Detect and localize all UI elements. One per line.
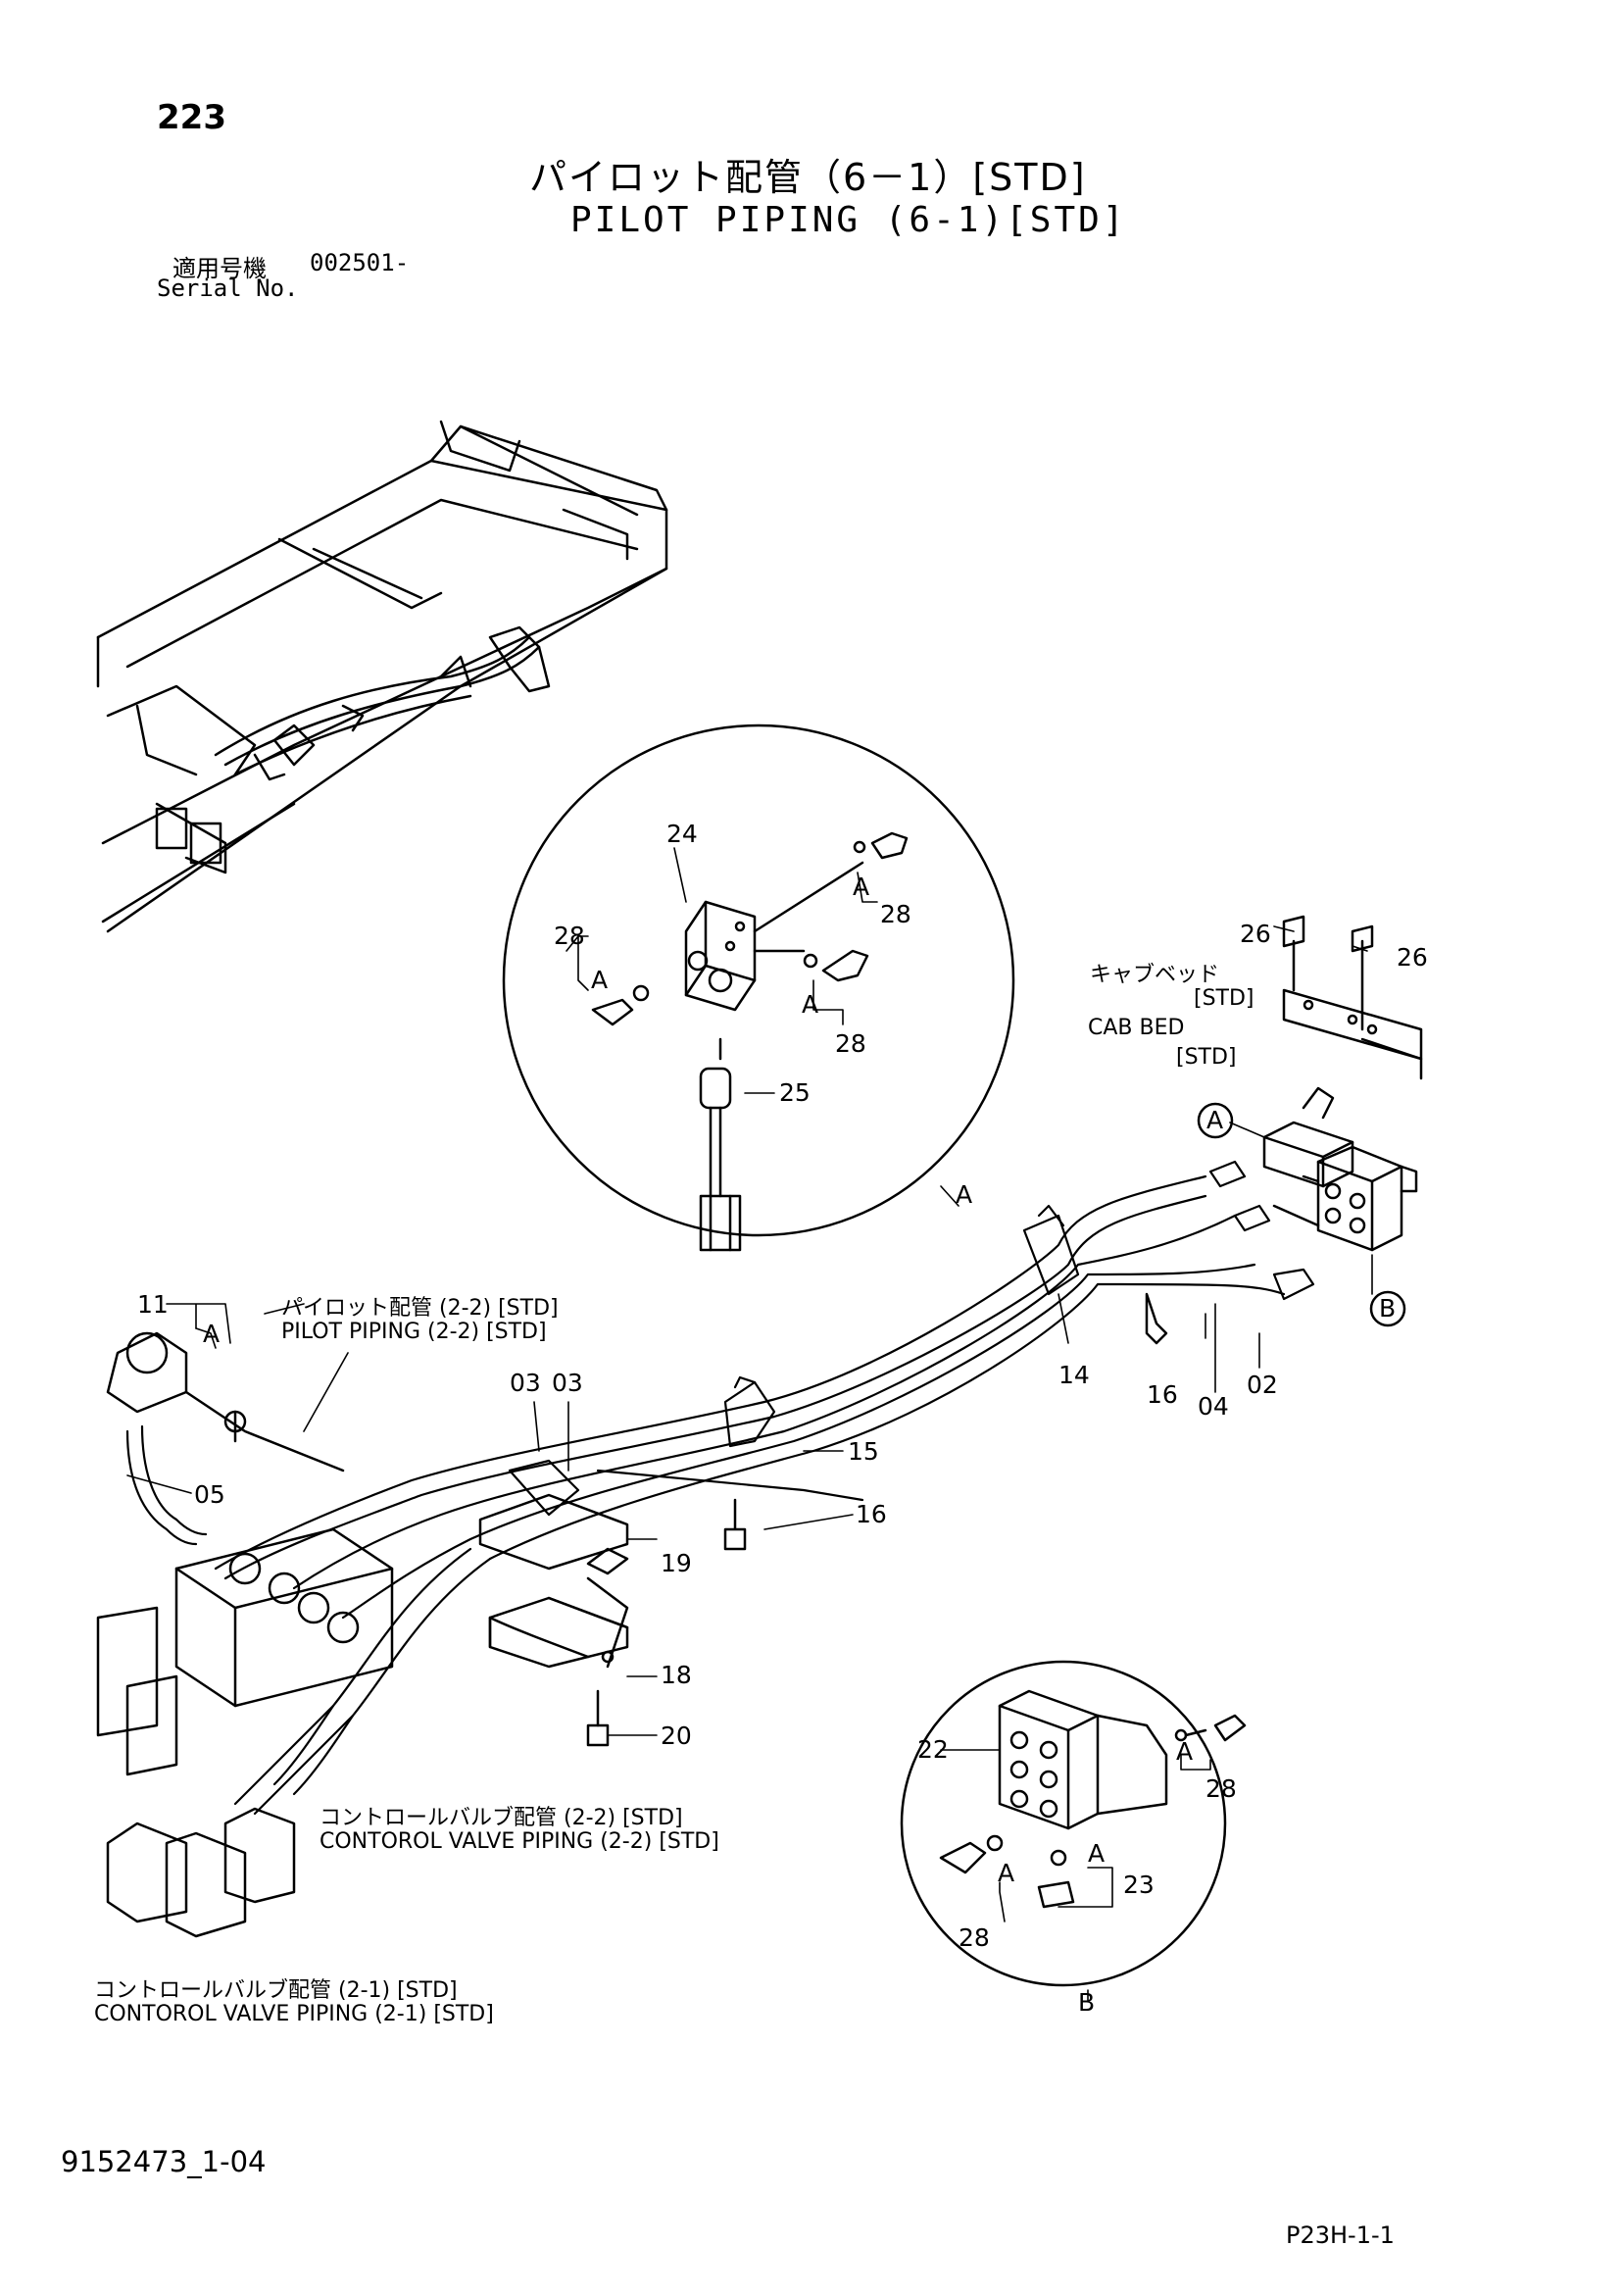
callout-02: 02	[1247, 1371, 1278, 1399]
page-number: 223	[157, 98, 226, 137]
callout-28-b-right: 28	[1205, 1774, 1237, 1803]
callout-16-left: 16	[856, 1500, 887, 1528]
callout-28-left: 28	[554, 922, 585, 950]
marker-a-b-bottom: A	[1088, 1839, 1106, 1868]
callout-16-right: 16	[1147, 1380, 1178, 1409]
cv22-ref-english: CONTOROL VALVE PIPING (2-2) [STD]	[320, 1829, 719, 1854]
marker-b-circle	[1369, 1290, 1406, 1327]
marker-a-top: A	[853, 873, 870, 901]
document-number: 9152473_1-04	[61, 2145, 267, 2178]
callout-23: 23	[1123, 1871, 1155, 1899]
title-english: PILOT PIPING (6-1)[STD]	[570, 200, 1127, 240]
callout-04: 04	[1198, 1392, 1229, 1421]
circle-a-label: A	[1206, 1106, 1224, 1134]
circle-b-label: B	[1379, 1294, 1397, 1323]
detail-a-label: A	[956, 1180, 973, 1209]
callout-03-right: 03	[552, 1369, 583, 1397]
cab-bed-std-1: [STD]	[1194, 986, 1254, 1011]
callout-28-bottom: 28	[835, 1029, 866, 1058]
marker-a-circle	[1197, 1102, 1234, 1139]
callout-14: 14	[1058, 1361, 1090, 1389]
serial-number: 002501-	[310, 249, 410, 276]
callout-28-b-left: 28	[959, 1923, 990, 1952]
hose-bundle	[125, 1160, 1315, 1816]
callout-18: 18	[661, 1661, 692, 1689]
callout-28-top: 28	[880, 900, 911, 928]
serial-label-japanese: 適用号機	[172, 255, 267, 282]
callout-20: 20	[661, 1722, 692, 1750]
title-japanese: パイロット配管（6－1）[STD]	[529, 156, 1087, 199]
detail-b-label: B	[1078, 1988, 1096, 2017]
marker-a-b-right: A	[1176, 1737, 1194, 1766]
marker-a-11: A	[203, 1320, 221, 1348]
leader-lines	[126, 847, 1373, 2001]
callout-15: 15	[848, 1437, 879, 1466]
callout-05: 05	[194, 1480, 225, 1509]
callout-24: 24	[666, 820, 698, 848]
control-valve-body	[96, 1331, 394, 1938]
pilot-ref-english: PILOT PIPING (2-2) [STD]	[281, 1320, 547, 1344]
page-reference: P23H-1-1	[1286, 2221, 1395, 2249]
cab-bed-assembly	[1262, 915, 1423, 1252]
serial-label-english: Serial No.	[157, 275, 299, 302]
cab-bed-label-japanese: キャブベッド	[1090, 963, 1220, 987]
callout-03-left: 03	[510, 1369, 541, 1397]
cab-bed-label-english: CAB BED	[1088, 1016, 1185, 1040]
cv22-ref-japanese: コントロールバルブ配管 (2-2) [STD]	[320, 1806, 683, 1830]
callout-11: 11	[137, 1290, 169, 1319]
marker-a-b-left: A	[998, 1859, 1015, 1887]
cv21-ref-english: CONTOROL VALVE PIPING (2-1) [STD]	[94, 2002, 494, 2026]
bracket-parts	[478, 1292, 1168, 1747]
detail-b	[900, 1660, 1247, 1987]
cab-floor-frame	[96, 420, 668, 933]
pilot-ref-japanese: パイロット配管 (2-2) [STD]	[281, 1296, 559, 1321]
callout-26-right: 26	[1397, 943, 1428, 972]
callout-26-left: 26	[1240, 920, 1271, 948]
callout-25: 25	[779, 1078, 811, 1107]
cv21-ref-japanese: コントロールバルブ配管 (2-1) [STD]	[94, 1978, 458, 2003]
marker-a-left: A	[591, 966, 609, 994]
callout-22: 22	[917, 1735, 949, 1764]
callout-19: 19	[661, 1549, 692, 1577]
cab-bed-std-2: [STD]	[1176, 1045, 1237, 1070]
marker-a-bottom: A	[802, 990, 819, 1019]
detail-a	[502, 724, 1015, 1252]
